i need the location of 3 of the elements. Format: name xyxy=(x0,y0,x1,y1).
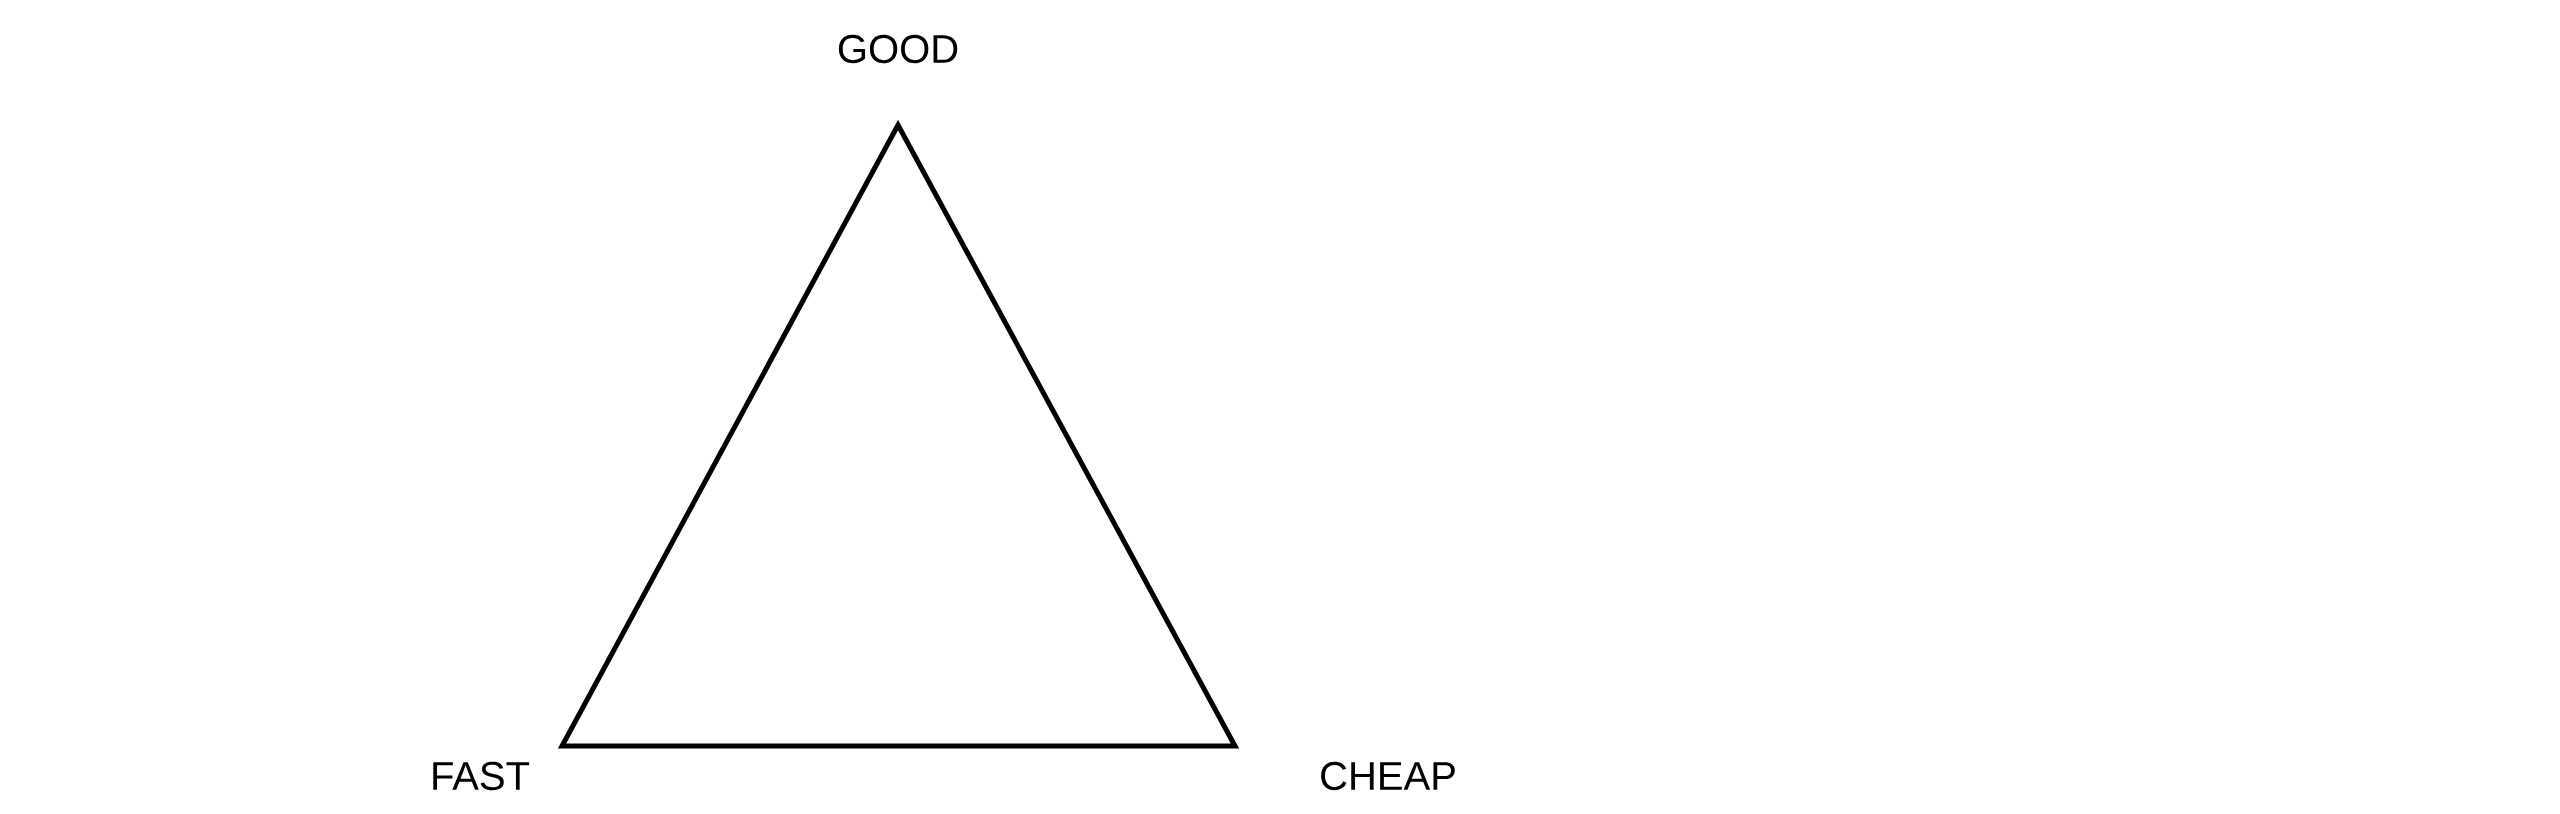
corner-label: GOOD xyxy=(838,34,958,64)
corner-label: FAST xyxy=(433,761,530,791)
corner-label: CHEAP xyxy=(1321,761,1455,791)
